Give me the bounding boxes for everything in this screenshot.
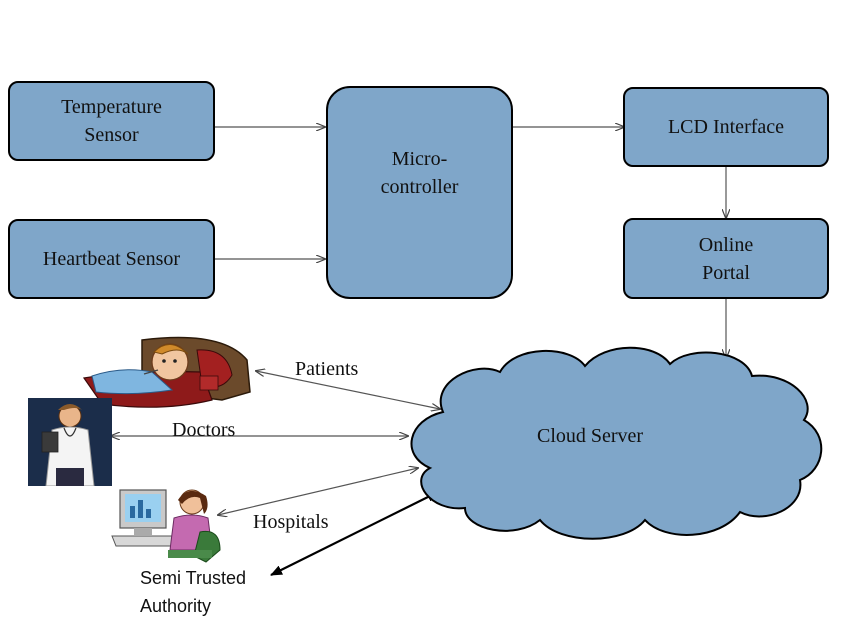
patients-label: Patients (295, 358, 359, 380)
sick-patient-icon (82, 336, 251, 408)
arrow-authority-cloud (270, 491, 439, 576)
microcontroller-block: Micro- controller (326, 86, 513, 299)
doctors-label: Doctors (172, 419, 236, 441)
heartbeat-sensor-block: Heartbeat Sensor (8, 219, 215, 299)
lcd-interface-block: LCD Interface (623, 87, 829, 167)
hospitals-label: Hospitals (253, 511, 329, 533)
arrow-patients-cloud (256, 371, 440, 409)
arrow-hospitals-cloud (218, 468, 418, 515)
online-portal-block: Online Portal (623, 218, 829, 299)
cloud-server-label: Cloud Server (537, 425, 644, 447)
semi-trusted-authority-label: Semi Trusted Authority (140, 568, 247, 616)
temperature-sensor-block: Temperature Sensor (8, 81, 215, 161)
hospital-staff-computer-icon (111, 489, 221, 563)
doctor-icon (28, 398, 112, 486)
